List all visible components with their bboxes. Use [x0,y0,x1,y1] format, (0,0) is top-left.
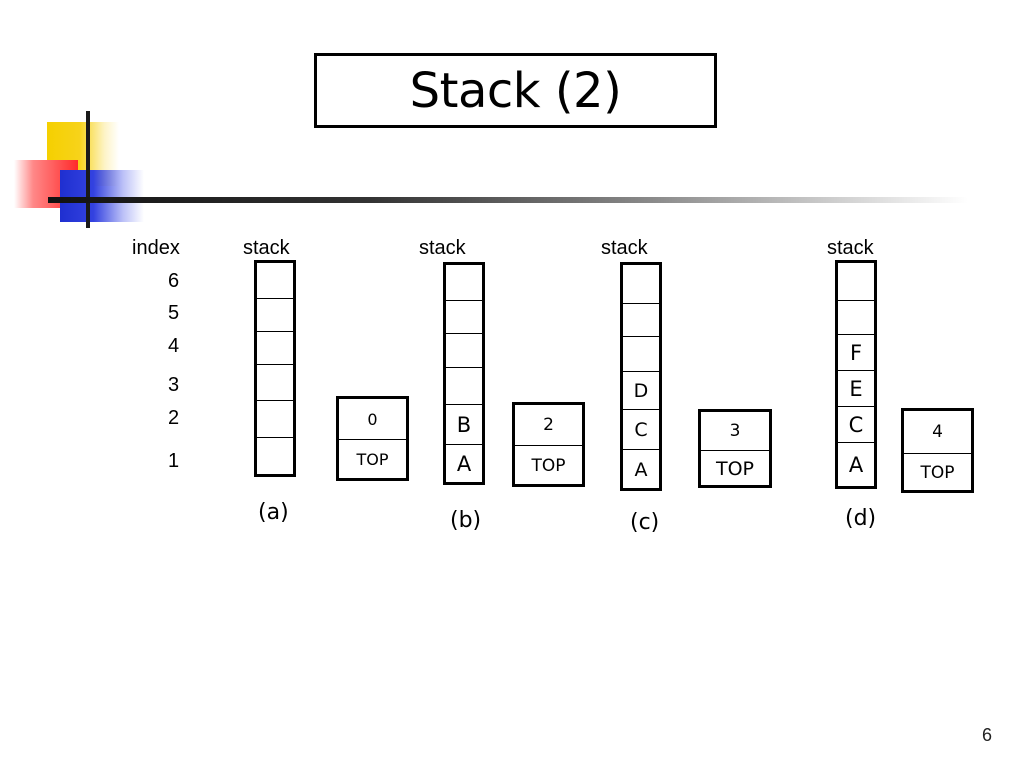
stack-label-a: stack [243,237,290,259]
stack-b-cell-5 [446,300,482,334]
stack-a-cell-6 [257,263,293,298]
top-pointer-c: 3 TOP [698,409,772,488]
slide-title: Stack (2) [314,53,717,128]
decor-vertical-line [86,111,90,228]
index-label-1: 1 [168,450,180,472]
stack-c: D C A [620,262,662,491]
stack-b-cell-3 [446,367,482,405]
caption-a: (a) [258,500,289,525]
top-value-b: 2 [543,415,554,435]
stack-a-cell-5 [257,298,293,332]
stack-a [254,260,296,477]
stack-b-cell-6 [446,265,482,300]
top-value-a: 0 [367,409,378,429]
stack-b-cell-4 [446,333,482,368]
stack-a-cell-2 [257,400,293,438]
stack-a-cell-4 [257,331,293,365]
stack-label-d: stack [827,237,874,259]
top-label-a: TOP [339,439,406,479]
top-value-c: 3 [729,421,741,441]
index-label-6: 6 [168,270,180,292]
stack-d-cell-6 [838,263,874,300]
decor-blue-square [60,170,144,222]
stack-c-cell-1: A [623,449,659,489]
caption-d: (d) [845,506,877,531]
stack-c-cell-2: C [623,409,659,450]
stack-c-cell-4 [623,336,659,372]
caption-b: (b) [450,508,482,533]
top-label-b: TOP [515,445,582,485]
caption-c: (c) [630,510,660,535]
stack-label-b: stack [419,237,466,259]
index-label-3: 3 [168,374,180,396]
top-pointer-d: 4 TOP [901,408,974,493]
stack-c-cell-3: D [623,371,659,410]
stack-d-cell-3: E [838,370,874,407]
index-label-2: 2 [168,407,180,429]
stack-d: F E C A [835,260,877,489]
stack-c-cell-6 [623,265,659,303]
top-pointer-b: 2 TOP [512,402,585,487]
decor-horizontal-rule [48,197,968,203]
stack-a-cell-3 [257,364,293,401]
stack-b: B A [443,262,485,485]
stack-label-c: stack [601,237,648,259]
page-number: 6 [981,725,992,745]
index-header: index [132,237,180,259]
stack-b-cell-1: A [446,444,482,483]
index-label-4: 4 [168,335,180,357]
top-label-c: TOP [701,450,769,486]
stack-d-cell-1: A [838,442,874,487]
stack-d-cell-4: F [838,334,874,371]
top-pointer-a: 0 TOP [336,396,409,481]
stack-c-cell-5 [623,303,659,337]
top-label-d: TOP [904,453,971,491]
index-label-5: 5 [168,302,180,324]
stack-d-cell-5 [838,300,874,335]
top-value-d: 4 [932,422,943,442]
stack-b-cell-2: B [446,404,482,445]
stack-a-cell-1 [257,437,293,475]
stack-d-cell-2: C [838,406,874,443]
